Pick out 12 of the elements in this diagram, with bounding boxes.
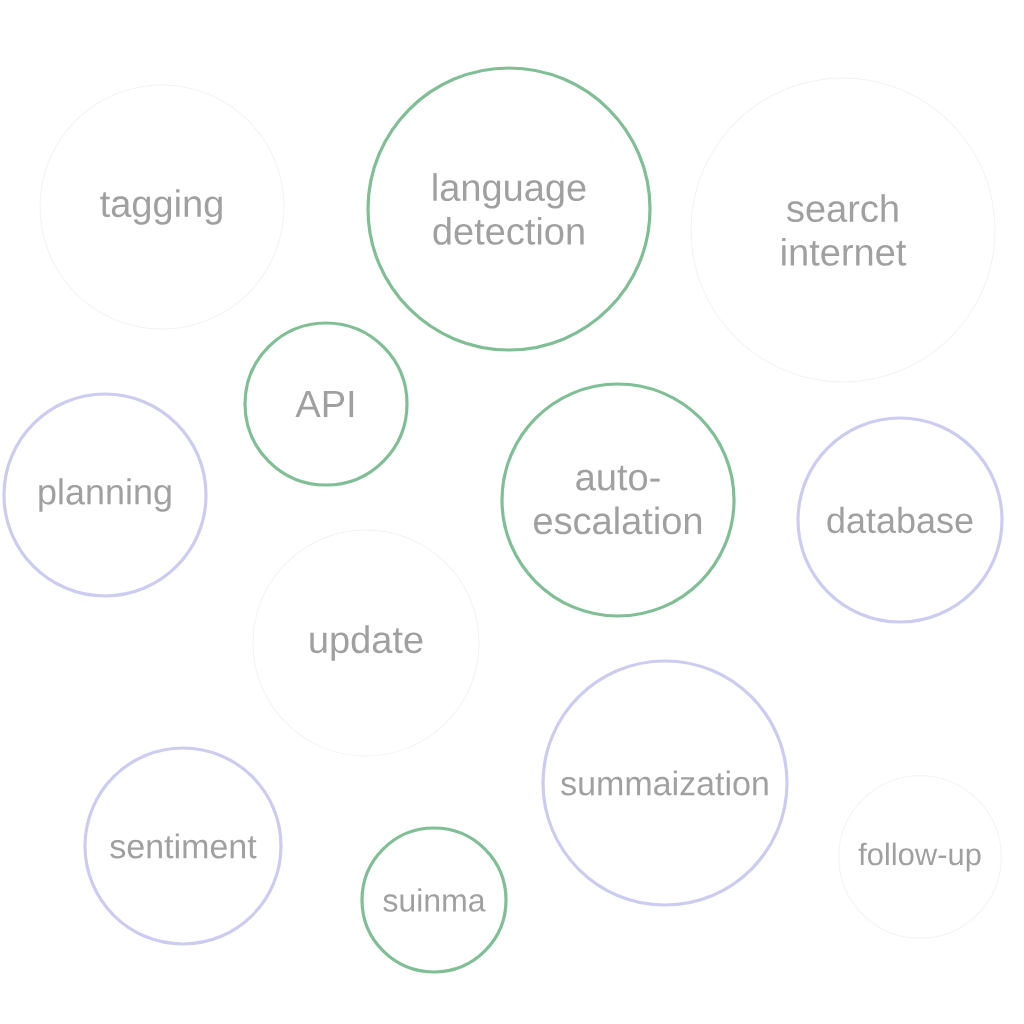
bubble: planning bbox=[2, 392, 208, 598]
bubble: API bbox=[243, 321, 409, 487]
bubble: database bbox=[796, 416, 1004, 624]
bubble: language detection bbox=[366, 66, 652, 352]
bubble: update bbox=[252, 529, 480, 757]
bubble: auto-escalation bbox=[500, 382, 736, 618]
bubble: sentiment bbox=[83, 746, 283, 946]
bubble: summaization bbox=[541, 659, 789, 907]
bubble: search internet bbox=[690, 77, 996, 383]
bubble: follow-up bbox=[838, 775, 1002, 939]
bubble: tagging bbox=[39, 84, 285, 330]
bubble: suinma bbox=[360, 826, 508, 974]
